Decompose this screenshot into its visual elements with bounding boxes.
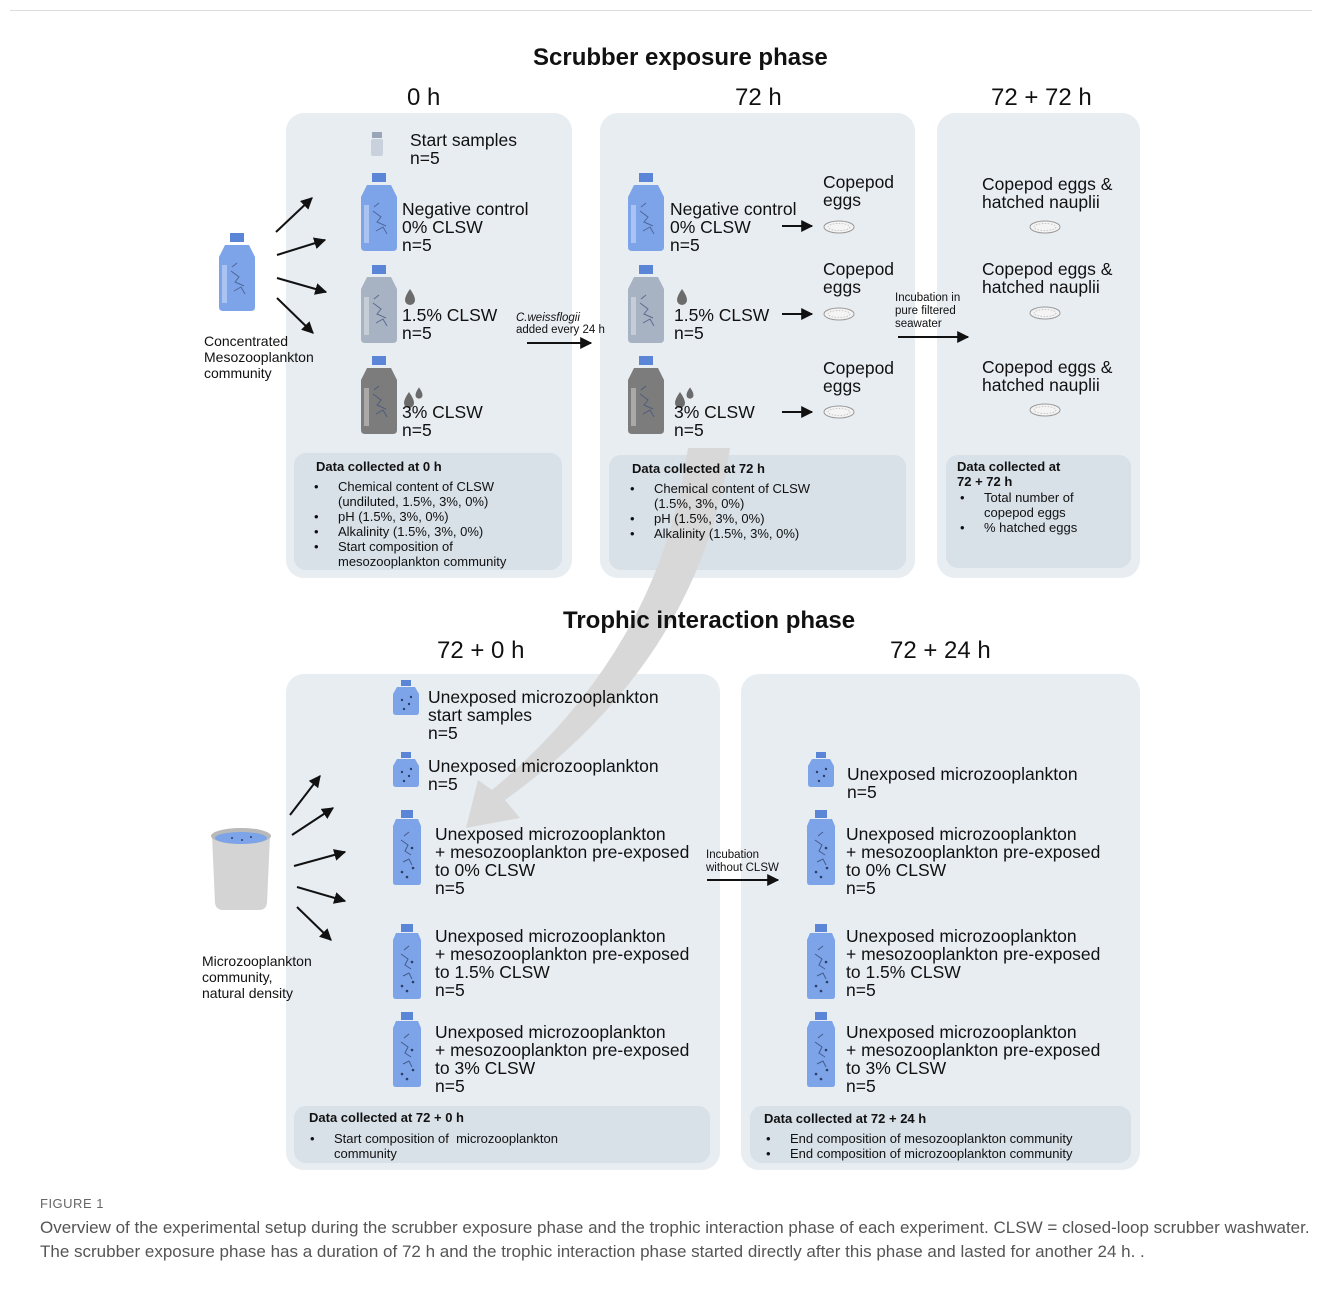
data-0h-item: pH (1.5%, 3%, 0%) [310, 509, 506, 524]
data-0h-list: Chemical content of CLSW (undiluted, 1.5… [310, 479, 506, 569]
time-72-0h: 72 + 0 h [437, 637, 525, 664]
eggs-hatched-label-2: Copepod eggs & hatched nauplii [982, 259, 1113, 297]
panel-72-0h [286, 674, 720, 1170]
data-72h-item: Chemical content of CLSW (1.5%, 3%, 0%) [626, 481, 810, 511]
time-72-72h: 72 + 72 h [991, 84, 1092, 111]
data-0h-title: Data collected at 0 h [316, 459, 442, 474]
data-72h-list: Chemical content of CLSW (1.5%, 3%, 0%) … [626, 481, 810, 541]
exposure-phase-title: Scrubber exposure phase [533, 44, 828, 71]
time-0h: 0 h [407, 84, 441, 111]
neg-control-label-0h: Negative control 0% CLSW n=5 [402, 199, 529, 255]
data-72-0h-list: Start composition of microzooplankton co… [306, 1131, 558, 1161]
data-72-72h-title: Data collected at 72 + 72 h [957, 459, 1061, 489]
panel-72-24h [741, 674, 1140, 1170]
data-72-24h-list: End composition of mesozooplankton commu… [762, 1131, 1073, 1161]
time-72h: 72 h [735, 84, 782, 111]
top-rule [10, 10, 1312, 11]
trophic-phase-title: Trophic interaction phase [563, 607, 856, 634]
time-72-24h: 72 + 24 h [890, 637, 991, 664]
figure-caption: Overview of the experimental setup durin… [40, 1218, 1310, 1261]
unexposed-start-label: Unexposed microzooplankton start samples… [428, 687, 659, 743]
data-72h-item: Alkalinity (1.5%, 3%, 0%) [626, 526, 810, 541]
eggs-hatched-label-3: Copepod eggs & hatched nauplii [982, 357, 1113, 395]
feed-rate-label: added every 24 h [516, 324, 605, 336]
pre-1-5-label-72-24: Unexposed microzooplankton + mesozooplan… [846, 926, 1101, 1000]
data-72-72h-item: % hatched eggs [956, 520, 1077, 535]
clsw-1-5-label-0h: 1.5% CLSW n=5 [402, 305, 498, 343]
unexposed-label-72-24: Unexposed microzooplankton n=5 [847, 764, 1078, 802]
data-0h-item: Start composition of mesozooplankton com… [310, 539, 506, 569]
eggs-hatched-label-1: Copepod eggs & hatched nauplii [982, 174, 1113, 212]
pre-0-label-72-24: Unexposed microzooplankton + mesozooplan… [846, 824, 1101, 898]
mesozooplankton-source-label: Concentrated Mesozooplankton community [204, 333, 314, 381]
data-72-72h-item: Total number of copepod eggs [956, 490, 1077, 520]
data-72-24h-item: End composition of mesozooplankton commu… [762, 1131, 1073, 1146]
data-72h-title: Data collected at 72 h [632, 461, 765, 476]
data-0h-item: Alkalinity (1.5%, 3%, 0%) [310, 524, 506, 539]
copepod-eggs-label-3: Copepod eggs [823, 358, 895, 396]
copepod-eggs-label-2: Copepod eggs [823, 259, 895, 297]
data-72-72h-list: Total number of copepod eggs % hatched e… [956, 490, 1077, 535]
clsw-3-label-72h: 3% CLSW n=5 [674, 402, 755, 440]
incubation-pure-label: Incubation in pure filtered seawater [895, 292, 961, 330]
data-72-24h-title: Data collected at 72 + 24 h [764, 1111, 927, 1126]
data-0h-item: Chemical content of CLSW (undiluted, 1.5… [310, 479, 506, 509]
pre-3-label-72-0: Unexposed microzooplankton + mesozooplan… [435, 1022, 690, 1096]
incubation-without-label: Incubation without CLSW [706, 849, 779, 874]
data-72-24h-item: End composition of microzooplankton comm… [762, 1146, 1073, 1161]
copepod-eggs-label-1: Copepod eggs [823, 172, 895, 210]
figure-label: FIGURE 1 [40, 1196, 104, 1211]
pre-0-label-72-0: Unexposed microzooplankton + mesozooplan… [435, 824, 690, 898]
data-72-0h-title: Data collected at 72 + 0 h [309, 1110, 464, 1125]
microzooplankton-source-label: Microzooplankton community, natural dens… [202, 953, 312, 1001]
data-72-0h-item: Start composition of microzooplankton co… [306, 1131, 558, 1161]
neg-control-label-72h: Negative control 0% CLSW n=5 [670, 199, 797, 255]
clsw-1-5-label-72h: 1.5% CLSW n=5 [674, 305, 770, 343]
pre-3-label-72-24: Unexposed microzooplankton + mesozooplan… [846, 1022, 1101, 1096]
feed-species-label: C.weissflogii [516, 312, 580, 324]
clsw-3-label-0h: 3% CLSW n=5 [402, 402, 483, 440]
pre-1-5-label-72-0: Unexposed microzooplankton + mesozooplan… [435, 926, 690, 1000]
start-samples-label: Start samples n=5 [410, 130, 517, 168]
unexposed-label-72-0: Unexposed microzooplankton n=5 [428, 756, 659, 794]
data-72h-item: pH (1.5%, 3%, 0%) [626, 511, 810, 526]
